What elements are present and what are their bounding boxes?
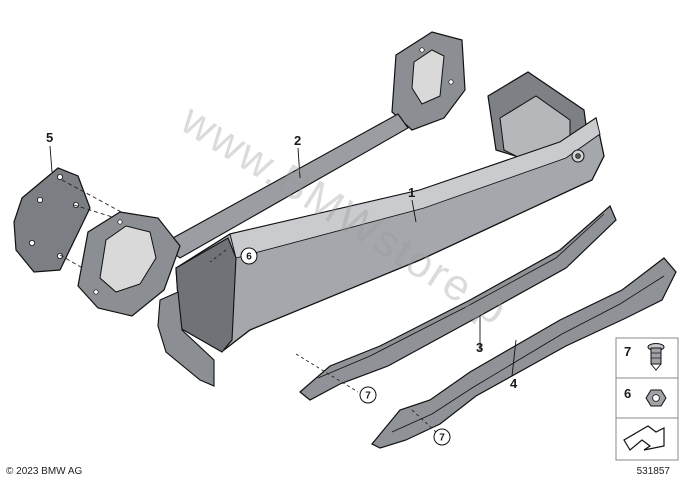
part-1-bumper-carrier[interactable]	[157, 71, 605, 387]
circled-callout-7-lower: 7	[433, 428, 451, 446]
nut-icon	[645, 389, 667, 407]
circled-callout-7-lower-label: 7	[439, 433, 445, 444]
legend-label-7: 7	[624, 344, 631, 359]
legend-label-6: 6	[624, 386, 631, 401]
part-2-upper-rail[interactable]	[77, 31, 466, 317]
dashed-leaders	[209, 249, 437, 433]
circled-callout-6: 6	[240, 247, 258, 265]
circled-callout-6-label: 6	[246, 252, 252, 263]
part-3-lower-strip[interactable]	[299, 205, 617, 401]
callout-4: 4	[510, 376, 518, 391]
callout-2: 2	[294, 133, 301, 148]
circled-callout-7-upper: 7	[359, 386, 377, 404]
callout-5: 5	[46, 130, 53, 145]
orientation-arrow-icon	[623, 425, 665, 451]
diagram-number: 531857	[636, 466, 670, 477]
callout-3: 3	[476, 340, 483, 355]
part-5-mounting-plate[interactable]	[13, 167, 91, 273]
copyright-text: © 2023 BMW AG	[6, 466, 83, 477]
part-4-lower-bracket[interactable]	[371, 257, 677, 449]
circled-callout-7-upper-label: 7	[365, 391, 371, 402]
clip-fastener-icon	[647, 343, 665, 371]
callout-1: 1	[408, 185, 415, 200]
leader-lines	[49, 145, 517, 377]
